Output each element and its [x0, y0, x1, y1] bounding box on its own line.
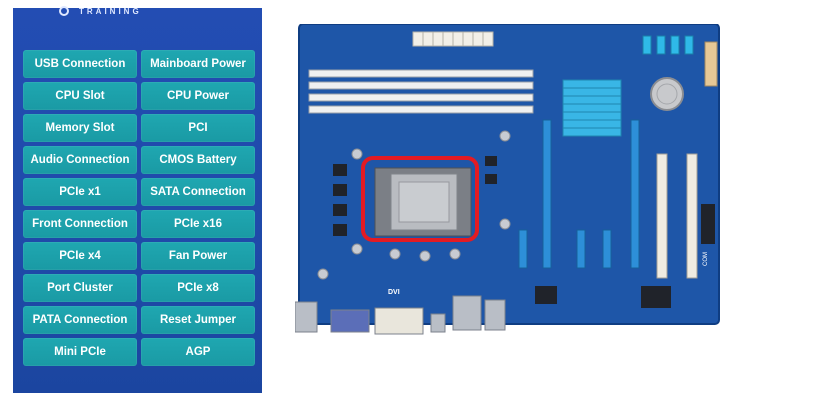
dvi-silkscreen: DVI [388, 289, 400, 296]
answer-port-cluster[interactable]: Port Cluster [23, 274, 137, 302]
answer-fan-power[interactable]: Fan Power [141, 242, 255, 270]
com-silkscreen: COM [703, 252, 709, 266]
quiz-sidebar: TRAINING USB Connection Mainboard Power … [13, 6, 262, 393]
brand-header: TRAINING [59, 4, 142, 18]
answer-agp[interactable]: AGP [141, 338, 255, 366]
pci-slots [656, 153, 698, 279]
answer-mini-pcie[interactable]: Mini PCIe [23, 338, 137, 366]
memory-slots [308, 69, 534, 114]
answer-pci[interactable]: PCI [141, 114, 255, 142]
answer-cpu-power[interactable]: CPU Power [141, 82, 255, 110]
motherboard-image: DVI [295, 24, 723, 339]
answer-audio-connection[interactable]: Audio Connection [23, 146, 137, 174]
answer-cmos-battery[interactable]: CMOS Battery [141, 146, 255, 174]
brand-text: TRAINING [79, 6, 142, 16]
cmos-battery [650, 77, 684, 111]
answer-pcie-x16[interactable]: PCIe x16 [141, 210, 255, 238]
pcie-x16-slots [542, 119, 640, 269]
answer-usb-connection[interactable]: USB Connection [23, 50, 137, 78]
answer-pcie-x1[interactable]: PCIe x1 [23, 178, 137, 206]
chipset-heatsink [562, 79, 622, 137]
answer-memory-slot[interactable]: Memory Slot [23, 114, 137, 142]
answer-cpu-slot[interactable]: CPU Slot [23, 82, 137, 110]
answer-sata-connection[interactable]: SATA Connection [141, 178, 255, 206]
answer-pata-connection[interactable]: PATA Connection [23, 306, 137, 334]
answer-reset-jumper[interactable]: Reset Jumper [141, 306, 255, 334]
sata-connectors [642, 35, 694, 55]
pcie-x1-slots [518, 229, 612, 269]
port-cluster [295, 295, 506, 335]
shield-icon [59, 6, 69, 16]
answer-mainboard-power[interactable]: Mainboard Power [141, 50, 255, 78]
answer-pcie-x4[interactable]: PCIe x4 [23, 242, 137, 270]
answer-front-connection[interactable]: Front Connection [23, 210, 137, 238]
answer-grid: USB Connection Mainboard Power CPU Slot … [23, 50, 255, 366]
cpu-highlight-box [361, 156, 479, 242]
answer-pcie-x8[interactable]: PCIe x8 [141, 274, 255, 302]
